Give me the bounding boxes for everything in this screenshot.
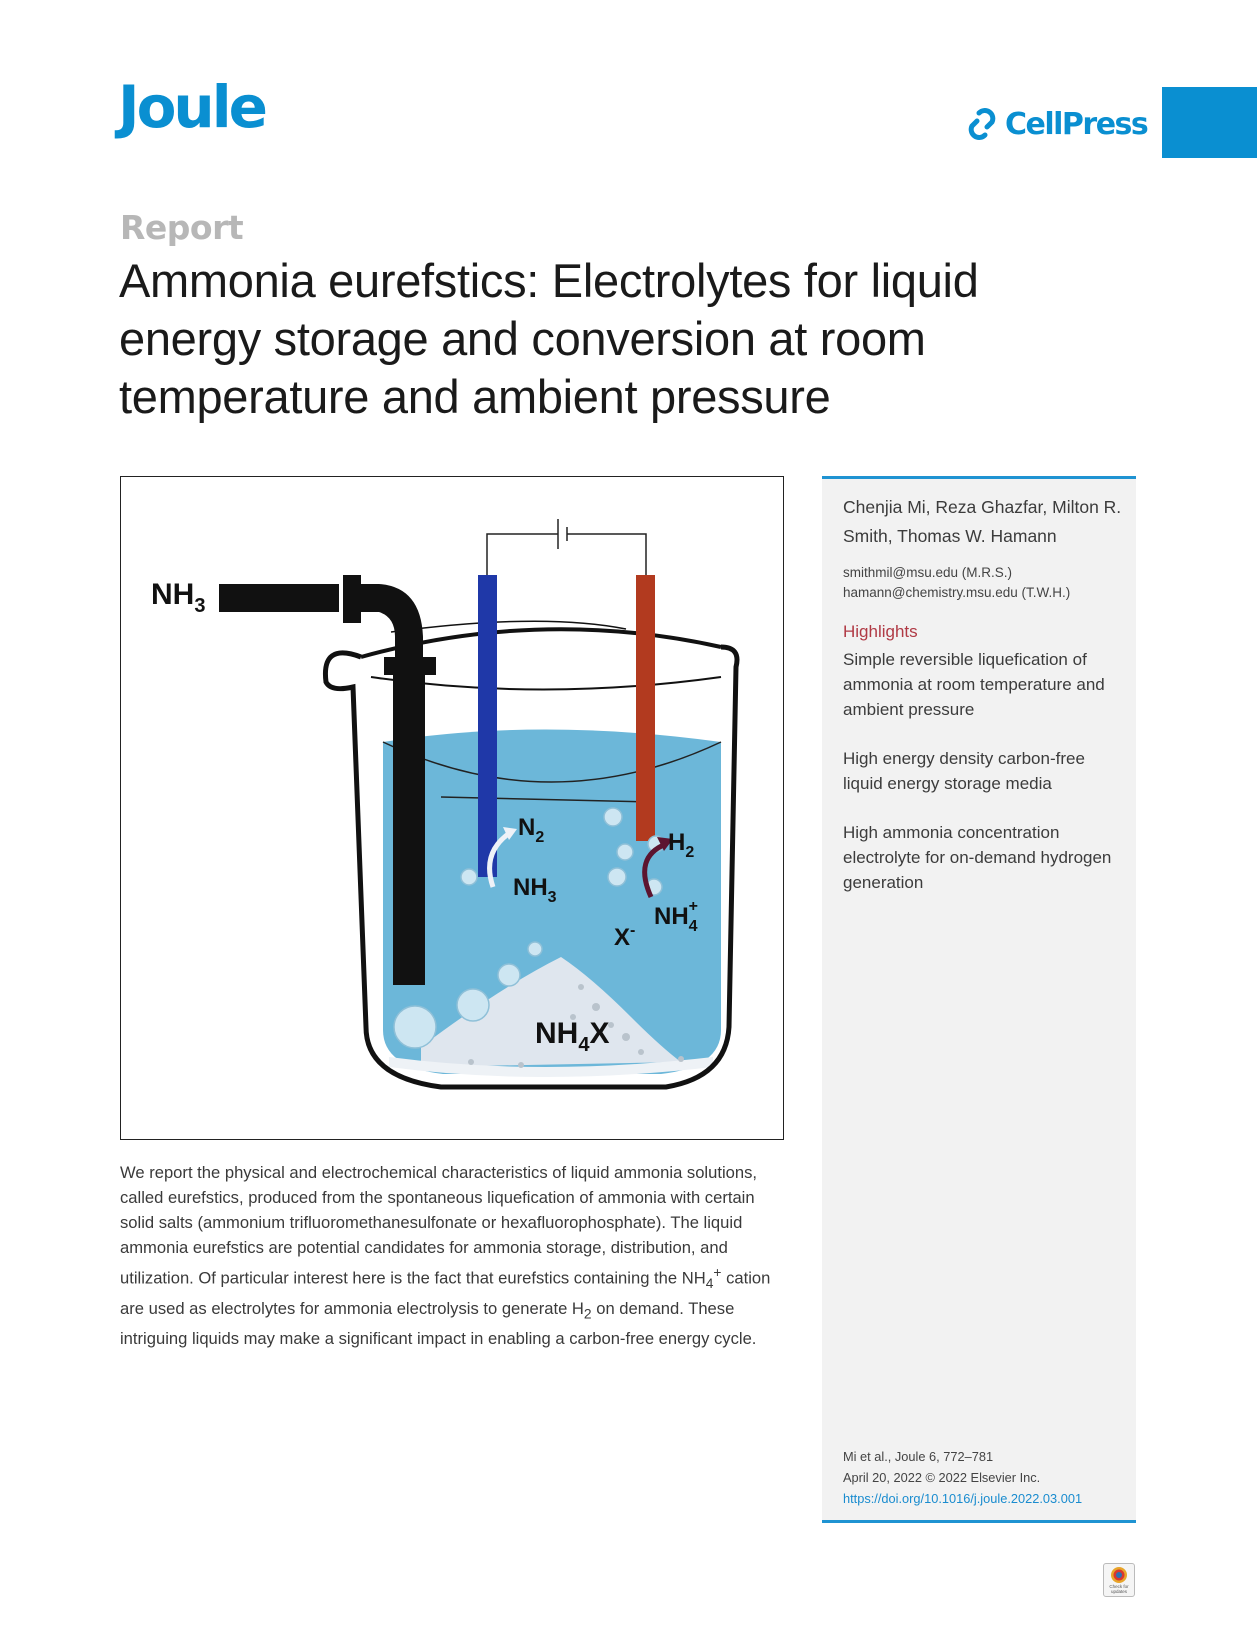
- email-link[interactable]: hamann@chemistry.msu.edu (T.W.H.): [843, 585, 1071, 600]
- check-for-updates-badge[interactable]: Check for updates: [1103, 1563, 1135, 1597]
- article-info-sidebar: Chenjia Mi, Reza Ghazfar, Milton R. Smit…: [822, 476, 1136, 1523]
- article-title: Ammonia eurefstics: Electrolytes for liq…: [119, 254, 979, 423]
- cathode: [636, 575, 655, 841]
- gas-bubbles: [393, 807, 665, 1049]
- crossmark-icon: [1111, 1567, 1127, 1583]
- anode-arrow-head: [503, 827, 517, 840]
- cathode-reaction-arrow: [642, 841, 668, 899]
- citation-date: April 20, 2022 © 2022 Elsevier Inc.: [843, 1470, 1041, 1485]
- publisher-name: CellPress: [1005, 106, 1149, 142]
- beaker-rim-back: [390, 620, 627, 633]
- label-n2: N2: [518, 814, 544, 846]
- anode: [478, 575, 497, 877]
- salt-pile: [421, 957, 681, 1067]
- label-nh3-inlet: NH3: [151, 578, 205, 617]
- label-x-ion: X-: [614, 922, 635, 951]
- highlights-heading: Highlights: [843, 622, 918, 641]
- article-type: Report: [120, 208, 244, 247]
- anode-reaction-arrow: [487, 829, 513, 888]
- cathode-arrow-head: [657, 837, 673, 851]
- salt-bed: [389, 1057, 713, 1077]
- electrolysis-diagram: NH3 N2 NH3 H2 NH4+ X- NH4X: [151, 519, 740, 1090]
- correspondence-emails: smithmil@msu.edu (M.R.S.) hamann@chemist…: [843, 563, 1128, 603]
- citation-reference: Mi et al., Joule 6, 772–781: [843, 1449, 994, 1464]
- inlet-tube-collar: [343, 575, 361, 623]
- inlet-tube-clamp: [384, 657, 436, 675]
- circuit-wire: [486, 533, 647, 575]
- corner-tab: [1162, 87, 1257, 158]
- label-h2: H2: [668, 829, 694, 861]
- inlet-tube-horizontal: [219, 584, 339, 612]
- highlight-item: High ammonia concentration electrolyte f…: [843, 823, 1112, 892]
- publisher-logo[interactable]: CellPress: [965, 104, 1149, 144]
- cellpress-icon: [968, 108, 996, 140]
- solution-surface: [382, 741, 722, 783]
- salt-crystals: [468, 984, 684, 1068]
- highlight-item: Simple reversible liquefication of ammon…: [843, 650, 1105, 719]
- label-nh4-ion: NH4+: [654, 898, 698, 935]
- label-salt: NH4X: [535, 1017, 609, 1056]
- label-nh3: NH3: [513, 874, 557, 906]
- graphical-abstract: NH3 N2 NH3 H2 NH4+ X- NH4X: [120, 476, 784, 1140]
- beaker-outline: [322, 644, 740, 1090]
- check-for-updates-label: Check for updates: [1109, 1584, 1129, 1594]
- inlet-tube-bend: [361, 584, 423, 657]
- journal-logo[interactable]: Joule: [118, 73, 268, 141]
- abstract-text: We report the physical and electrochemic…: [120, 1163, 771, 1349]
- author-list[interactable]: Chenjia Mi, Reza Ghazfar, Milton R. Smit…: [843, 497, 1122, 546]
- highlight-item: High energy density carbon-free liquid e…: [843, 749, 1085, 793]
- inlet-tube-vertical: [393, 675, 425, 985]
- email-link[interactable]: smithmil@msu.edu (M.R.S.): [843, 565, 1012, 580]
- highlights-list: Simple reversible liquefication of ammon…: [843, 647, 1128, 919]
- doi-link[interactable]: https://doi.org/10.1016/j.joule.2022.03.…: [843, 1491, 1083, 1506]
- solution-surface-line: [440, 796, 652, 803]
- citation-block: Mi et al., Joule 6, 772–781 April 20, 20…: [843, 1446, 1128, 1509]
